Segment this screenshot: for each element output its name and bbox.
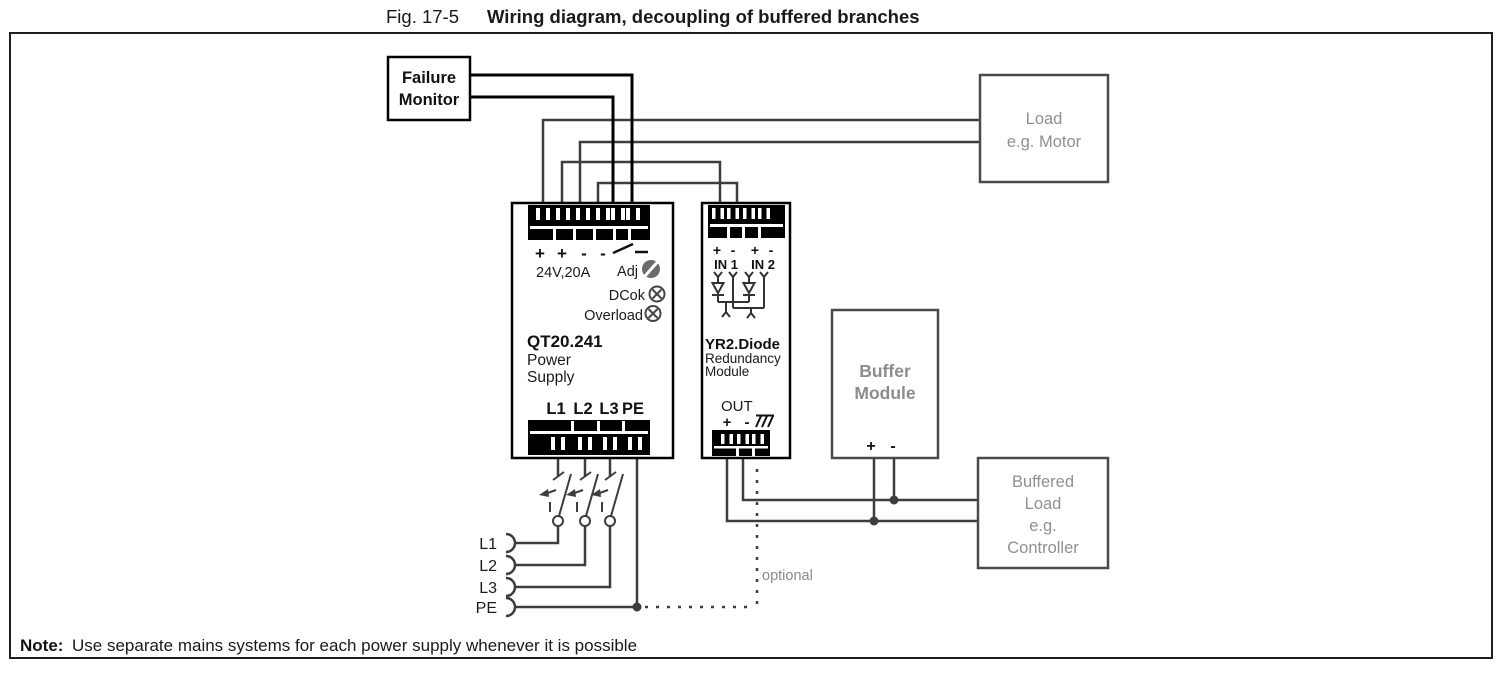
wire-out-minus-to-buffered-load	[741, 450, 978, 502]
rm-model: YR2.Diode	[705, 336, 780, 353]
buffer-module-minus: -	[890, 438, 895, 455]
ps-sign-minus2: -	[600, 244, 606, 263]
power-supply-box	[510, 201, 675, 460]
ps-model: QT20.241	[527, 332, 603, 351]
mains-label-l2: L2	[479, 558, 497, 575]
wire-l1-input	[515, 526, 560, 545]
buffer-module-box	[830, 308, 940, 460]
diagram-frame	[9, 32, 1493, 659]
ps-type-line2: Supply	[527, 369, 575, 386]
breaker-l2	[566, 471, 599, 527]
buffered-load-line3: e.g.	[1029, 517, 1057, 535]
wire-l3-input	[515, 526, 612, 589]
optional-label: optional	[762, 568, 813, 584]
l3-connector-arc	[505, 576, 517, 598]
ps-terminal-l1: L1	[546, 400, 565, 418]
wire-failure-monitor-2	[470, 95, 615, 212]
load-line1: Load	[1026, 110, 1063, 128]
rm-out-plus: +	[723, 414, 732, 431]
wire-out-plus-to-buffered-load	[725, 450, 978, 523]
ps-adj-label: Adj	[617, 264, 638, 280]
adj-dial-icon	[642, 260, 660, 278]
wire-ps-minus2-to-in1-minus	[596, 181, 739, 212]
rm-top-terminal-block	[708, 205, 785, 238]
diode-schematic-icon	[710, 271, 769, 319]
ps-sign-minus1: -	[581, 244, 587, 263]
wire-ps-plus2-to-in1-plus	[560, 160, 722, 212]
buffer-module-plus: +	[866, 438, 875, 455]
buffer-module-line1: Buffer	[859, 361, 911, 381]
rm-in1-label: IN 1	[714, 257, 738, 272]
dcok-led-icon	[648, 285, 666, 303]
ps-dcok-label: DCok	[609, 288, 646, 304]
ps-overload-label: Overload	[584, 308, 643, 324]
wire-ps-minus1-to-load	[578, 140, 980, 212]
breaker-l1	[539, 471, 572, 527]
chassis-ground-icon	[755, 414, 774, 428]
failure-monitor-line1: Failure	[402, 69, 456, 87]
buffer-module-line2: Module	[854, 383, 916, 403]
rm-out-label: OUT	[721, 398, 753, 415]
ps-sign-plus2: +	[557, 244, 567, 263]
wire-failure-monitor-1	[470, 73, 634, 212]
rm-type-line2: Module	[705, 364, 749, 379]
l1-connector-arc	[505, 532, 517, 554]
mains-label-pe: PE	[476, 600, 497, 617]
rm-in2-label: IN 2	[751, 257, 775, 272]
load-box	[978, 73, 1110, 184]
ps-rating: 24V,20A	[536, 265, 591, 281]
rm-type-line1: Redundancy	[705, 351, 781, 366]
ps-terminal-l3: L3	[599, 400, 618, 418]
figure-title: Wiring diagram, decoupling of buffered b…	[487, 6, 920, 27]
ps-bottom-terminal-block	[528, 420, 650, 455]
note-label: Note:	[20, 636, 63, 655]
l2-connector-arc	[505, 554, 517, 576]
wire-ps-plus1-to-load	[541, 118, 980, 212]
ps-sign-plus1: +	[535, 244, 545, 263]
wiring	[505, 118, 980, 618]
note-text: Use separate mains systems for each powe…	[72, 636, 637, 655]
figure-number: Fig. 17-5	[386, 6, 459, 27]
failure-monitor-line2: Monitor	[399, 91, 460, 109]
junction-buffer-plus	[869, 516, 879, 526]
ps-terminal-pe: PE	[622, 400, 644, 418]
ps-terminal-l2: L2	[573, 400, 592, 418]
ps-top-terminal-block	[528, 205, 650, 240]
wire-l2-input	[515, 526, 587, 567]
load-line2: e.g. Motor	[1007, 133, 1082, 151]
buffered-load-line1: Buffered	[1012, 473, 1074, 491]
breaker-l3	[591, 471, 624, 527]
overload-led-icon	[644, 305, 662, 322]
junction-pe	[632, 602, 642, 612]
failure-monitor-box	[386, 55, 472, 122]
pe-connector-arc	[505, 596, 517, 618]
rm-in1-plus: +	[713, 242, 721, 258]
buffered-load-line4: Controller	[1007, 539, 1079, 557]
rm-in2-plus: +	[751, 242, 759, 258]
buffered-load-line2: Load	[1025, 495, 1062, 513]
rm-in2-minus: -	[769, 242, 774, 258]
ps-type-line1: Power	[527, 352, 571, 369]
buffered-load-box	[976, 456, 1110, 570]
rm-in1-minus: -	[731, 242, 736, 258]
rm-bottom-terminal-block	[712, 430, 770, 456]
junction-buffer-minus	[889, 495, 899, 505]
relay-contact-icon	[612, 242, 648, 255]
rm-out-minus: -	[745, 414, 750, 431]
redundancy-module-box	[700, 201, 792, 460]
mains-label-l1: L1	[479, 536, 497, 553]
mains-label-l3: L3	[479, 580, 497, 597]
